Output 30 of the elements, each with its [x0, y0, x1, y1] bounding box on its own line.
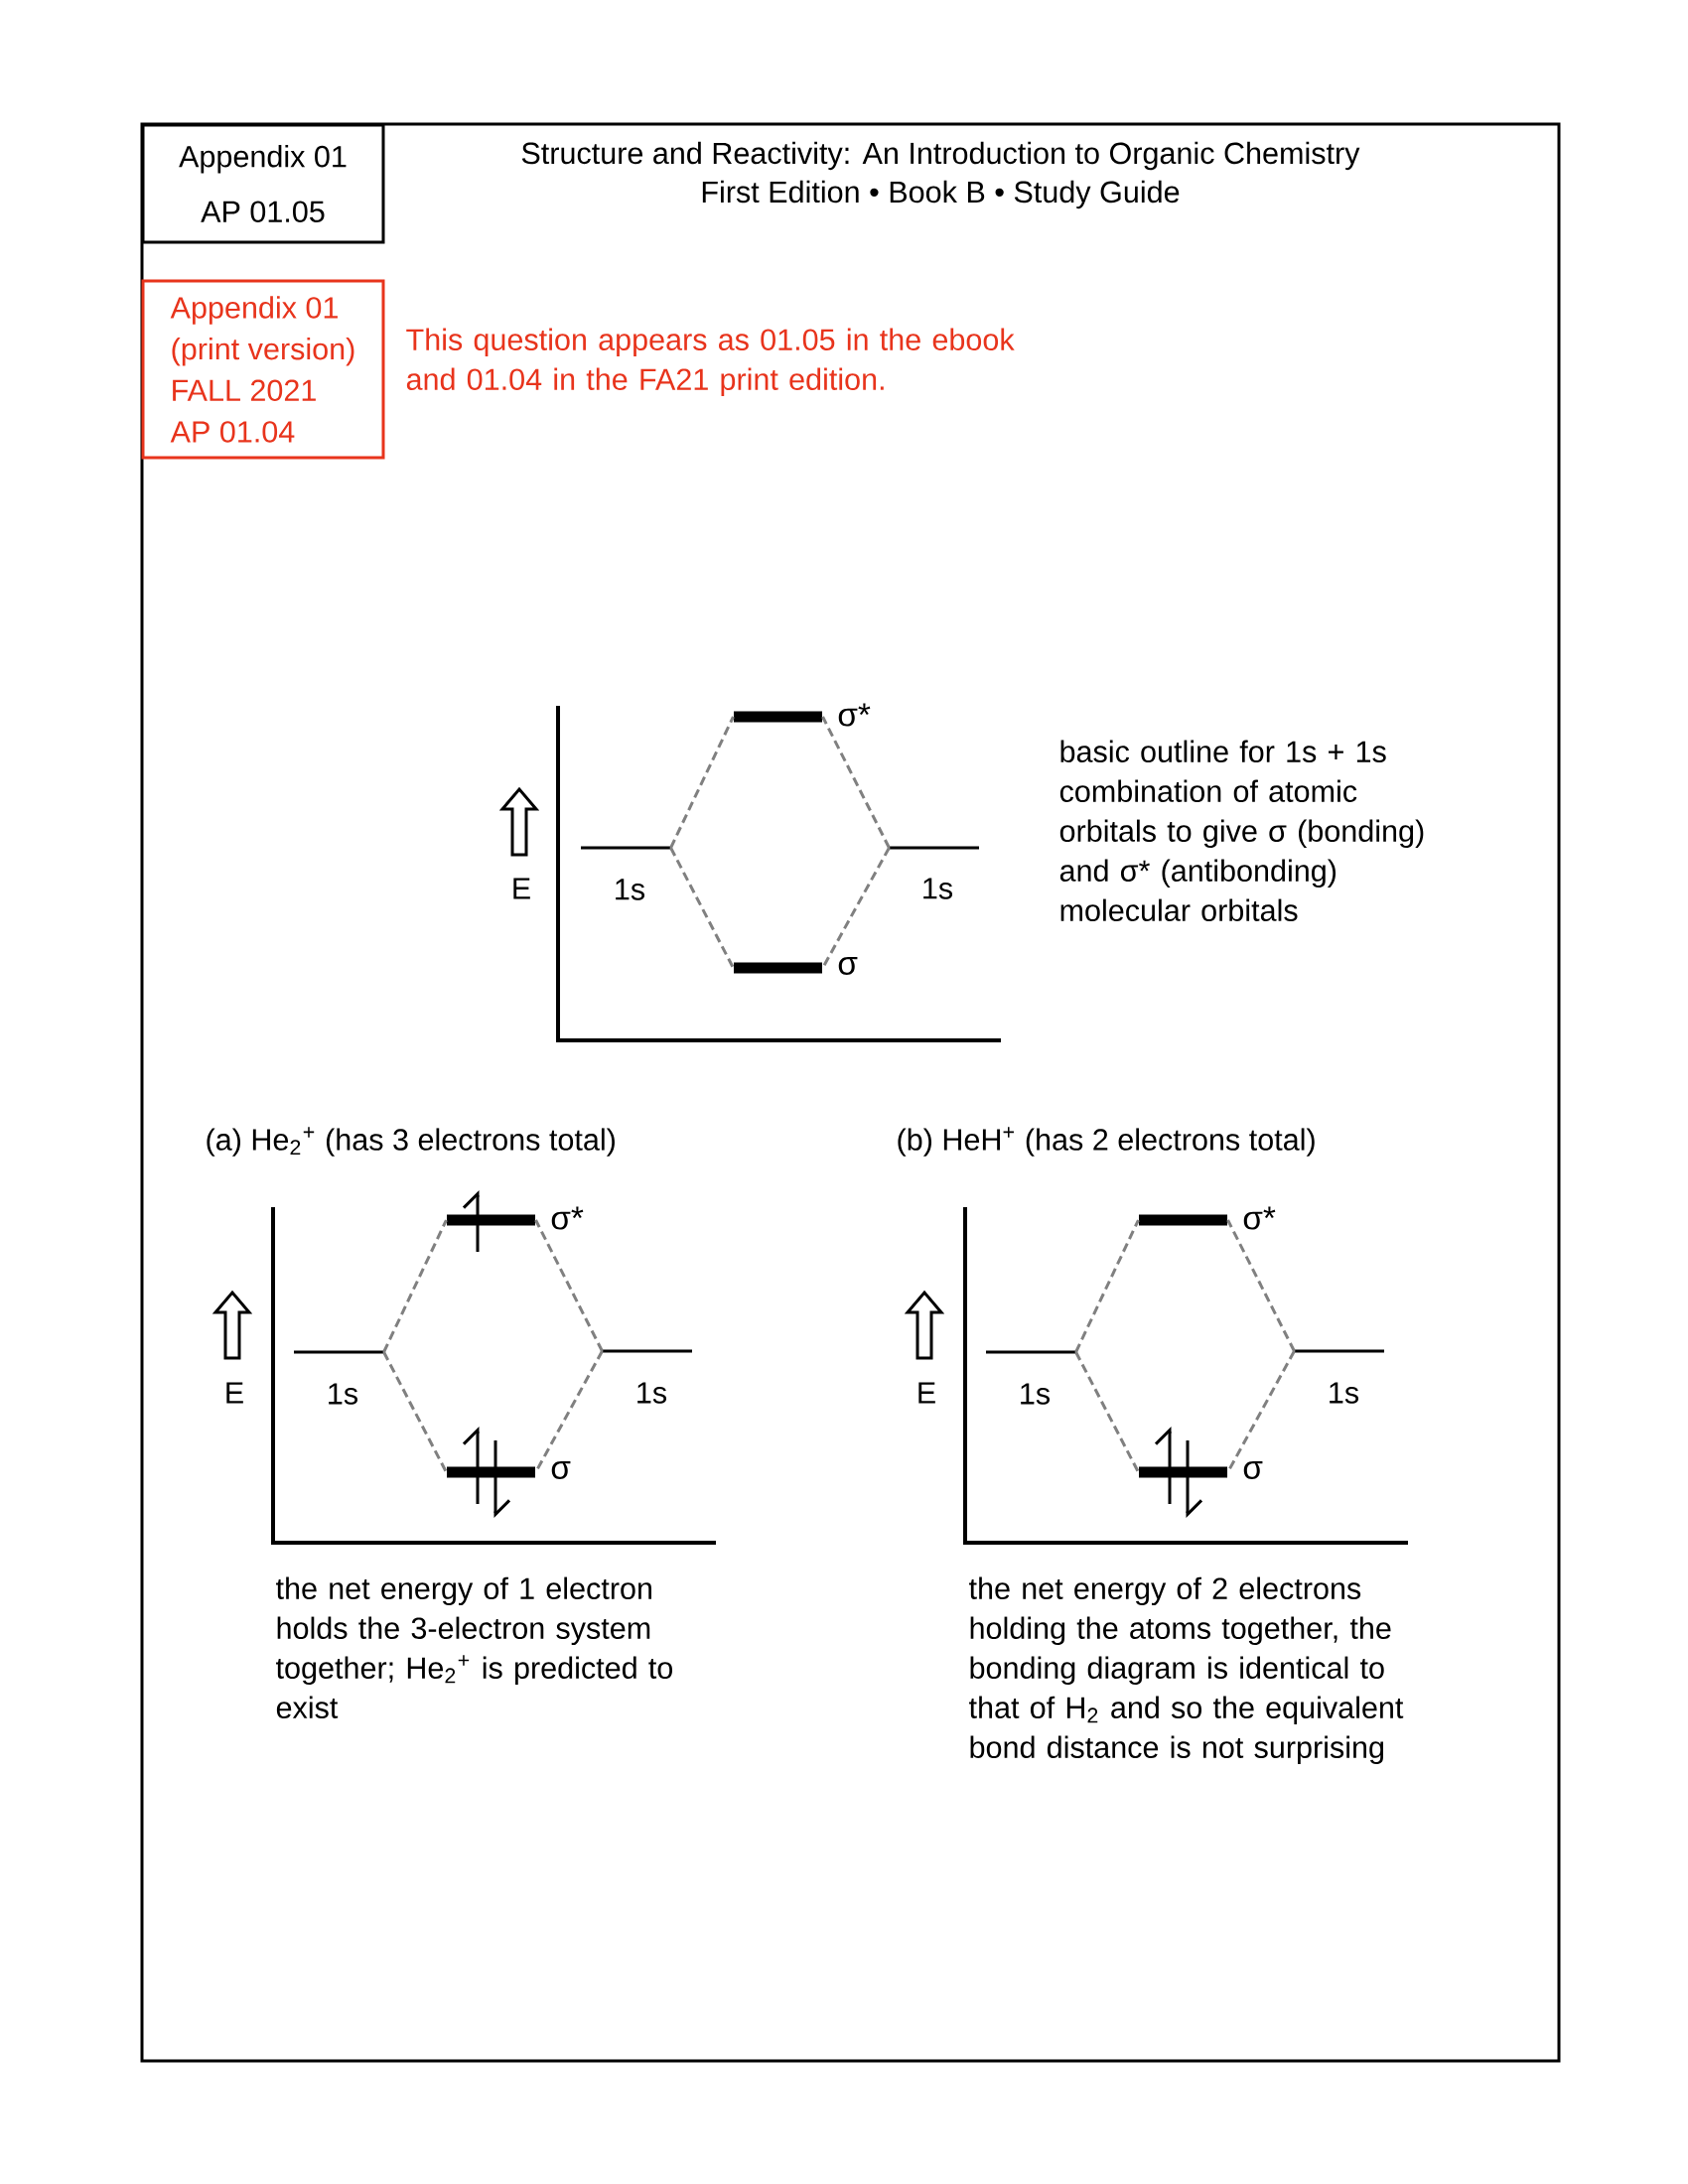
- level-label: σ: [551, 1461, 571, 1479]
- level-label: σ*: [551, 1206, 584, 1230]
- note-box: Appendix 01 (print version) FALL 2021 AP 01.04: [141, 279, 385, 460]
- level-label: σ: [1243, 1461, 1263, 1479]
- note-text: This question appears as 01.05 in the ebook and 01.04 in the FA21 print edition.: [406, 328, 1015, 396]
- level-label: 1s: [329, 1383, 357, 1405]
- axis-label: E: [918, 1382, 935, 1404]
- dashed-connector: [821, 716, 891, 849]
- dashed-connector: [382, 1351, 448, 1473]
- dashed-connector: [821, 847, 891, 969]
- dashed-connector: [669, 847, 735, 969]
- level-label: 1s: [637, 1382, 666, 1404]
- axis-label: E: [226, 1382, 243, 1404]
- level-label: 1s: [1021, 1383, 1050, 1405]
- axis-label: E: [513, 878, 530, 899]
- level-label: σ*: [1243, 1206, 1276, 1230]
- level-label: 1s: [616, 879, 644, 900]
- dashed-connector: [1074, 1219, 1140, 1353]
- level-label: σ*: [838, 703, 871, 727]
- dashed-connector: [1074, 1351, 1140, 1473]
- level-label: 1s: [1330, 1382, 1358, 1404]
- dashed-connector: [534, 1219, 604, 1352]
- dashed-connector: [669, 716, 735, 849]
- heading-text: First Edition • Book B • Study Guide: [702, 180, 1180, 209]
- header-box: Appendix 01 AP 01.05: [141, 123, 385, 244]
- heading-text: Structure and Reactivity: An Introduction to Organic Chemistry: [521, 141, 1360, 171]
- level-label: σ: [838, 957, 858, 975]
- level-label: 1s: [923, 878, 952, 899]
- dashed-connector: [382, 1219, 448, 1353]
- dashed-connector: [1226, 1219, 1296, 1352]
